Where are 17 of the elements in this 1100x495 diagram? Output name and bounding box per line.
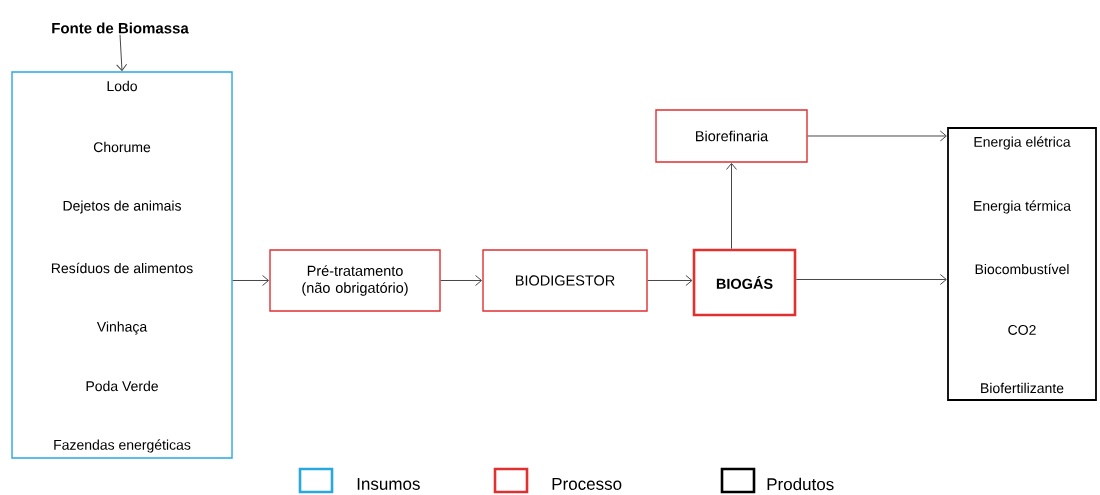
source-label: Fonte de Biomassa [52,22,189,34]
arrow [726,162,737,250]
product-box: Energia elétrica Energia térmica Biocombustível CO2 Biofertilizante [947,127,1097,401]
legend-label: Insumos [357,478,420,490]
process-box: Biorefinaria [655,109,808,163]
legend-label: Produtos [767,477,834,491]
process-box: BIODIGESTOR [482,249,648,312]
arrow [807,130,947,142]
process-box: Pré-tratamento (não obrigatório) [269,249,441,312]
arrow [116,34,128,71]
process-box: BIOGÁS [692,248,797,317]
arrow [232,275,270,286]
arrow [795,274,947,285]
arrow [440,275,483,286]
input-box: Lodo Chorume Dejetos de animais Resíduos de alimentos Vinhaça Poda Verde Fazendas energéticas [11,71,233,459]
arrow [647,275,693,286]
legend-label: Processo [552,478,622,490]
